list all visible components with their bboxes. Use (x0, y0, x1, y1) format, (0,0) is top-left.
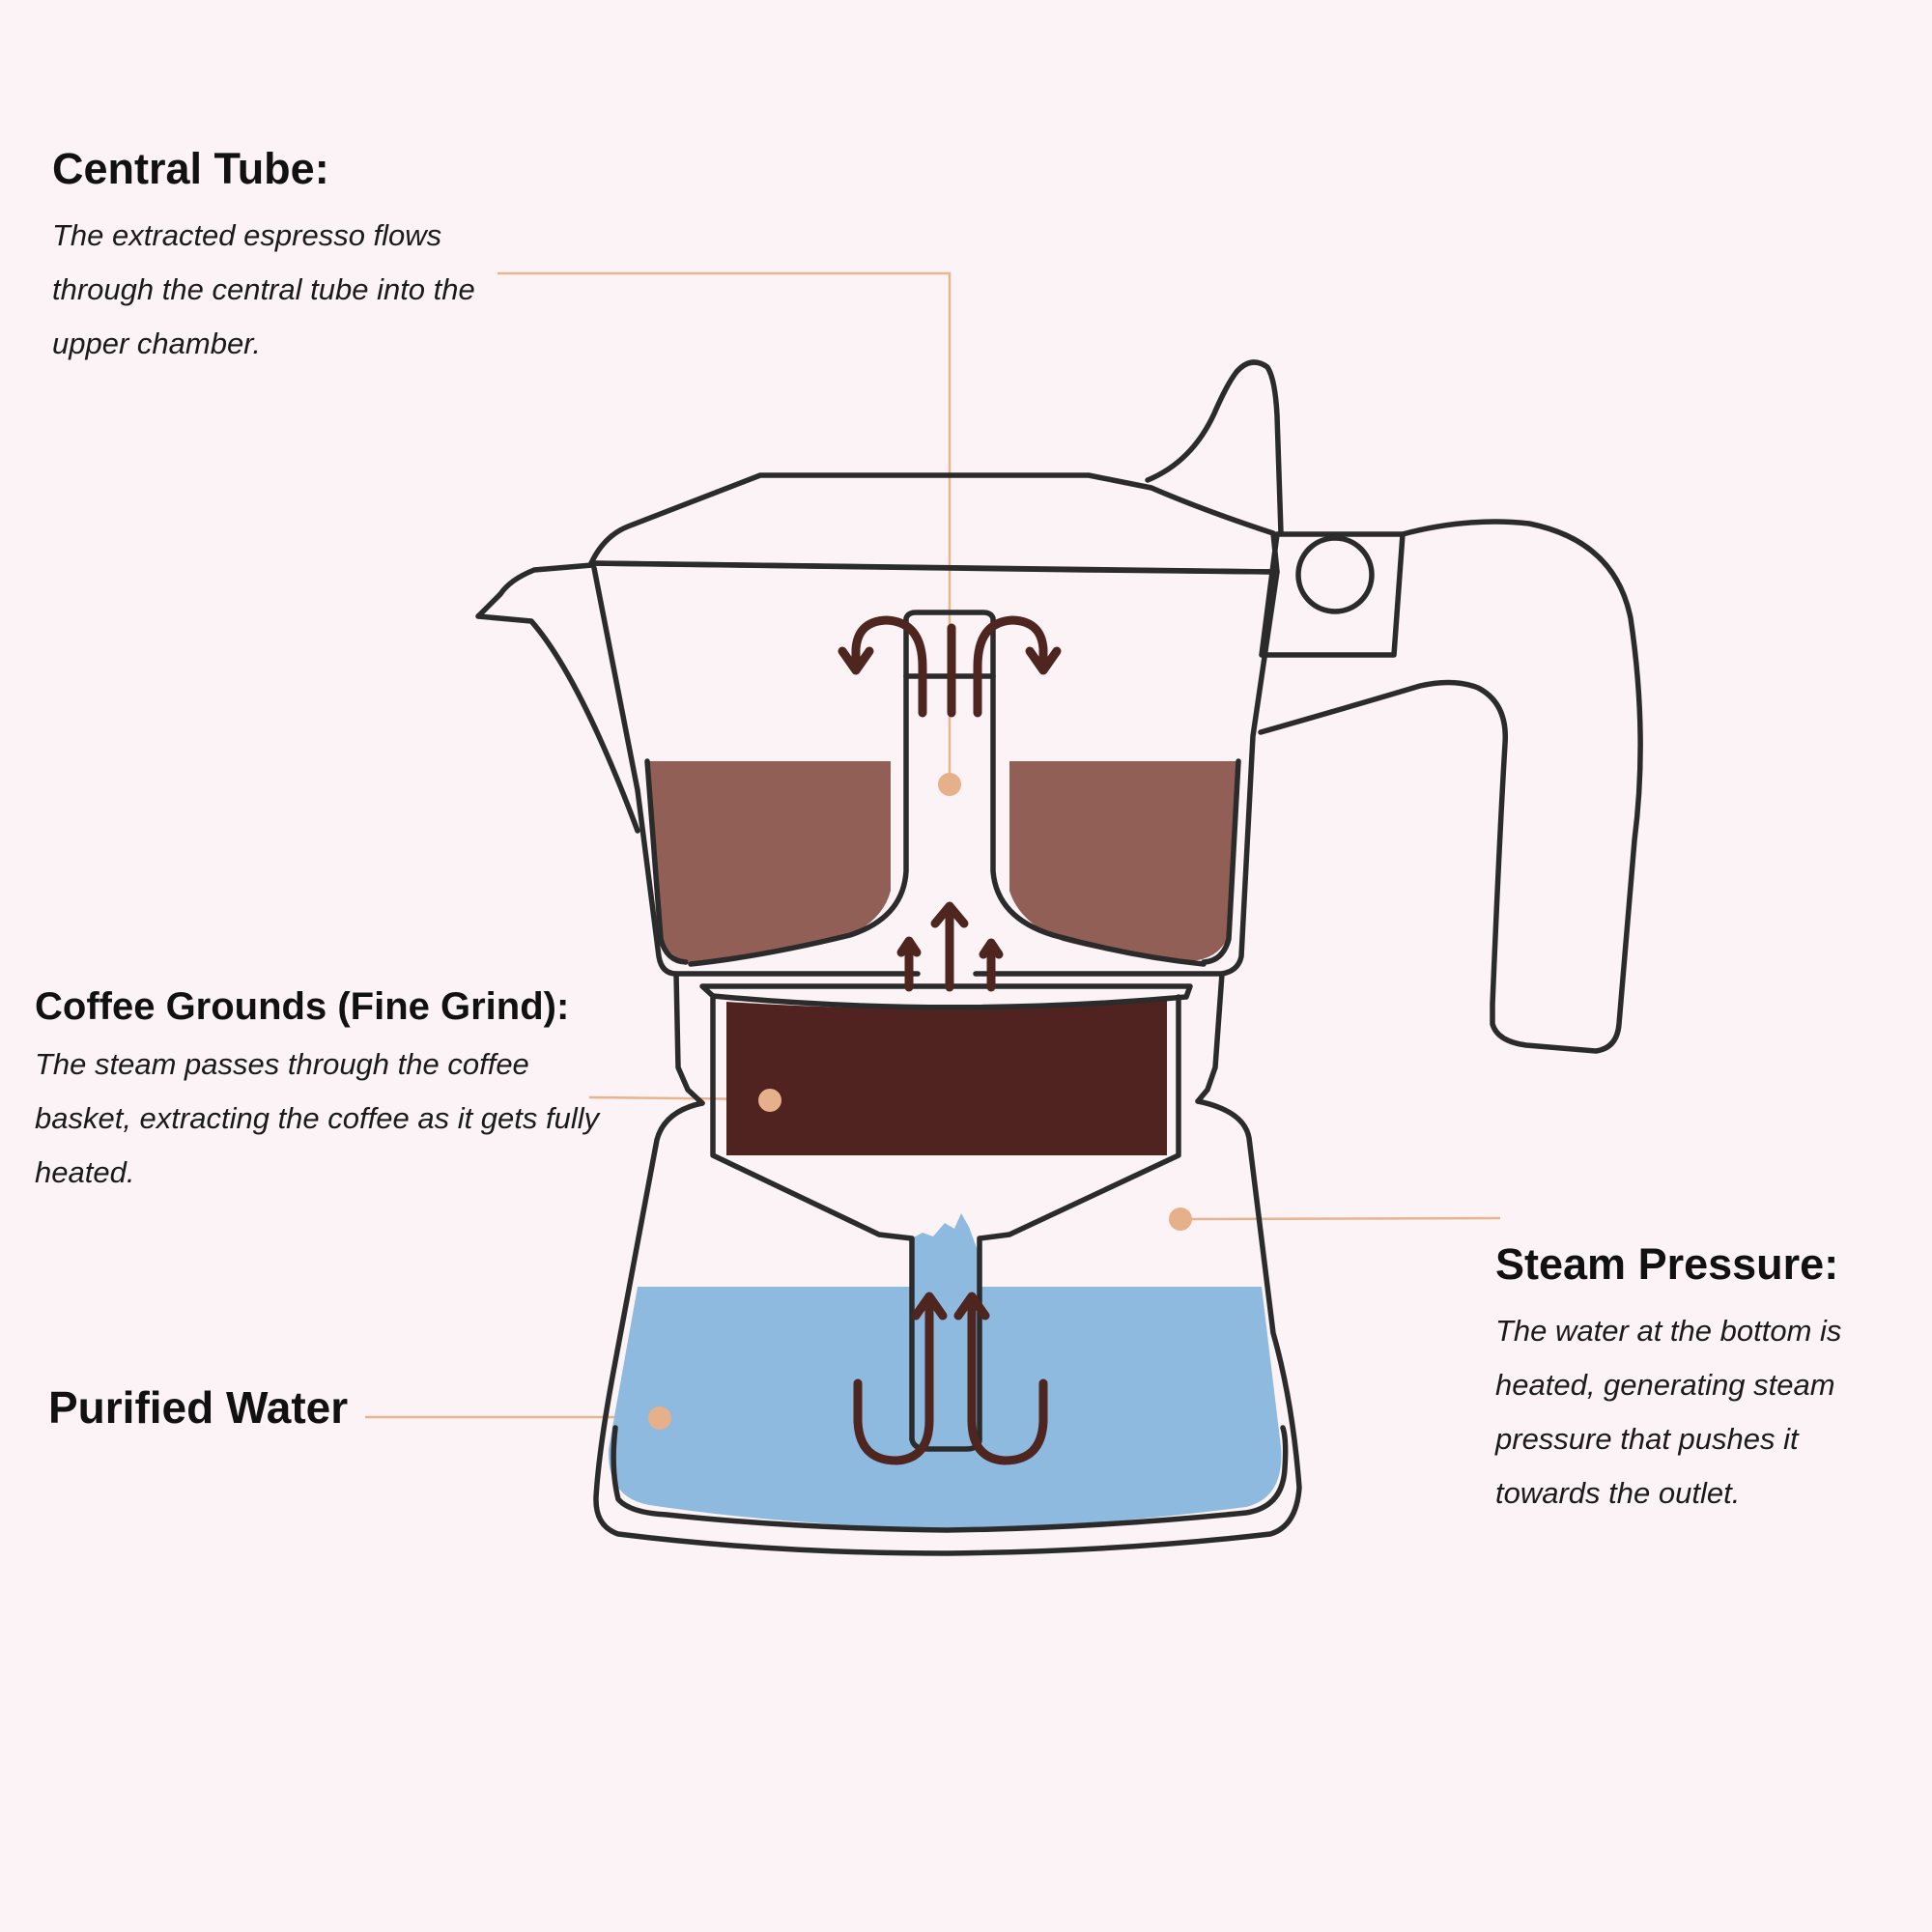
arrow-top-right-curl (973, 615, 1048, 718)
brewed-coffee-right-fill (1009, 761, 1236, 961)
label-steam-pressure-description: The water at the bottom is heated, gener… (1495, 1313, 1842, 1510)
waist-left (673, 971, 705, 1106)
upper-chamber-inner-right (1201, 758, 1241, 965)
arrow-water-right (967, 1297, 1048, 1465)
label-central-tube-description: The extracted espresso flows through the… (52, 217, 475, 360)
marker-dot-purified-water (648, 1406, 671, 1430)
marker-dot-steam-pressure (1169, 1208, 1192, 1231)
flow-arrows (838, 615, 1062, 1465)
label-purified-water: Purified Water (48, 1383, 348, 1433)
leader-line-steam-pressure (1179, 1216, 1501, 1221)
arrow-up-center-head (930, 901, 969, 928)
fills (608, 761, 1282, 1529)
lid-outline (588, 472, 1280, 575)
lid-knob (1145, 359, 1284, 536)
leader-line-central-tube (497, 271, 952, 784)
label-steam-pressure-title: Steam Pressure: (1495, 1239, 1839, 1289)
label-coffee-grounds: Coffee Grounds (Fine Grind): The steam p… (35, 985, 614, 1200)
coffee-grounds-fill (726, 1001, 1167, 1155)
pot-outline (475, 359, 1643, 1556)
boiler-inner-line (611, 1425, 1289, 1533)
label-central-tube-title: Central Tube: (52, 144, 329, 193)
arrow-top-right-head (1025, 646, 1062, 675)
arrow-water-left-head (911, 1292, 948, 1321)
boiler-outline (593, 1098, 1302, 1556)
filter-basket-outline (710, 993, 915, 1442)
arrow-water-right-head (953, 1292, 990, 1321)
central-tube-right-wall (990, 673, 1207, 967)
waist-right (1195, 971, 1225, 1104)
brewed-coffee-left-fill (649, 761, 891, 962)
arrow-up-left-head (896, 936, 922, 957)
central-tube-left-wall (688, 673, 909, 967)
label-coffee-grounds-title: Coffee Grounds (Fine Grind): (35, 985, 570, 1028)
lid-rim (588, 560, 1278, 575)
label-steam-pressure: Steam Pressure: The water at the bottom … (1495, 1240, 1901, 1520)
label-central-tube: Central Tube: The extracted espresso flo… (52, 145, 506, 371)
marker-dot-coffee-grounds (758, 1089, 781, 1112)
spout-outline (475, 562, 640, 834)
water-fill (608, 1287, 1282, 1529)
hinge-block (1259, 531, 1406, 658)
filter-basket-rim (699, 983, 1193, 1010)
arrow-up-right-head (979, 938, 1004, 959)
marker-dot-central-tube (938, 773, 961, 796)
label-coffee-grounds-description: The steam passes through the coffee bask… (35, 1047, 600, 1189)
handle-outline (1258, 519, 1643, 1054)
hinge-pin (1295, 535, 1375, 614)
label-purified-water-title: Purified Water (48, 1382, 349, 1433)
arrow-water-left (853, 1297, 934, 1465)
central-tube-outline (903, 610, 996, 679)
arrow-top-left-curl (851, 615, 927, 718)
marker-dots (648, 773, 1192, 1430)
upper-chamber-inner-left (644, 758, 689, 965)
arrow-top-left-head (838, 646, 874, 675)
